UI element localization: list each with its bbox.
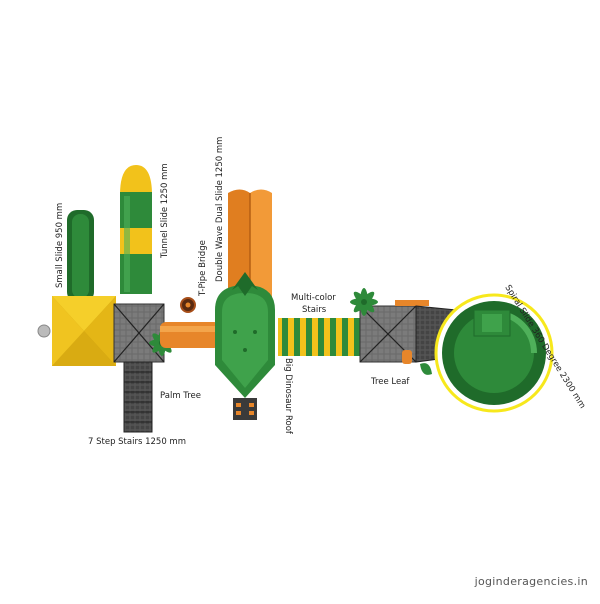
step-stairs	[123, 361, 153, 433]
label-double-wave-slide: Double Wave Dual Slide 1250 mm	[215, 137, 225, 282]
label-big-dinosaur-roof: Big Dinosaur Roof	[283, 358, 293, 435]
tunnel-slide	[120, 165, 152, 294]
orange-connectors	[395, 300, 429, 364]
big-dinosaur-roof	[215, 272, 275, 420]
yellow-roof-platform	[37, 296, 116, 366]
double-wave-dual-slide	[228, 189, 272, 300]
label-tree-leaf: Tree Leaf	[370, 377, 410, 387]
spiral-slide	[434, 293, 554, 413]
watermark: joginderagencies.in	[474, 575, 588, 588]
label-multi-color-stairs-2: Stairs	[302, 305, 327, 315]
t-pipe-bridge	[160, 297, 220, 348]
palm-tree-right	[350, 288, 378, 316]
label-t-pipe-bridge: T-Pipe Bridge	[198, 240, 208, 297]
multi-color-stairs	[278, 318, 362, 356]
label-step-stairs: 7 Step Stairs 1250 mm	[88, 437, 186, 447]
label-tunnel-slide: Tunnel Slide 1250 mm	[160, 163, 170, 259]
small-slide	[67, 210, 94, 302]
label-palm-tree: Palm Tree	[160, 391, 201, 401]
label-multi-color-stairs-1: Multi-color	[291, 293, 336, 303]
label-small-slide: Small Slide 950 mm	[55, 203, 65, 288]
left-deck	[113, 303, 165, 363]
